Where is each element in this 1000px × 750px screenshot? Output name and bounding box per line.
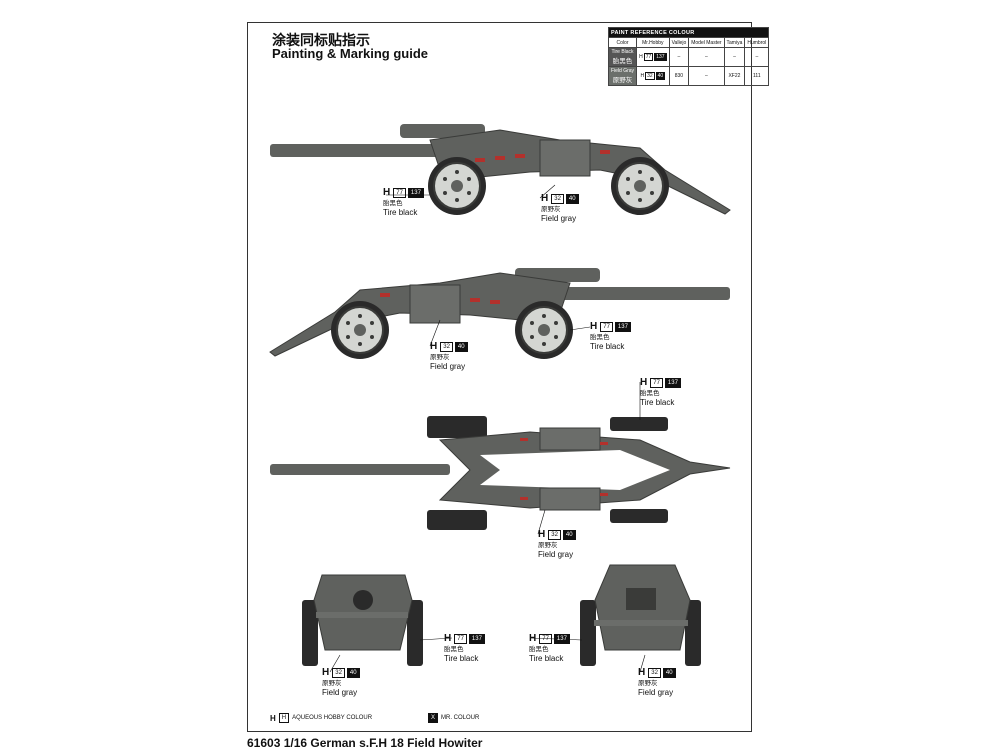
front-wheel [514,300,574,360]
barrel [270,144,440,157]
red-stripe [475,158,485,162]
tire [427,510,487,530]
rear-wheel [610,156,670,216]
rear-view [580,564,701,666]
legend-mr-label: MR. COLOUR [441,715,480,721]
red-stripe [380,293,390,297]
tire [580,600,596,666]
legend-aqueous-mark: H [278,713,290,723]
tire [427,416,487,438]
paint-reference-table: PAINT REFERENCE COLOUR Color Mr.Hobby Va… [607,27,770,86]
front-view [302,574,423,666]
red-stripe [495,156,505,160]
front-wheel [427,156,487,216]
side-view-right-barrel [269,268,730,360]
red-stripe [600,493,608,496]
breech-block [626,588,656,610]
red-stripe [515,154,525,158]
legend-mr-mark: X [428,713,439,723]
legend-mr-colour: X MR. COLOUR [428,713,479,723]
red-stripe [600,442,608,445]
rear-wheel [330,300,390,360]
side-view-left-barrel [270,124,731,216]
modelmaster-gray: – [688,66,725,86]
title-english: Painting & Marking guide [272,46,429,61]
cradle [539,487,601,511]
tire [610,509,668,523]
cradle [539,427,601,451]
title-chinese: 涂装同标贴指示 [272,33,370,49]
red-stripe [600,150,610,154]
cradle [539,139,591,177]
tire [302,600,318,666]
cradle [409,284,461,324]
muzzle [353,590,373,610]
tire [685,600,701,666]
red-stripe [470,298,480,302]
red-stripe [490,300,500,304]
humbrol-gray: 111 [744,66,770,86]
axle [316,612,408,618]
legend-aqueous-label: AQUEOUS HOBBY COLOUR [292,715,373,721]
barrel [560,287,730,300]
tire [407,600,423,666]
barrel [270,464,450,475]
footer-product-title: 61603 1/16 German s.F.H 18 Field Howiter [247,736,483,750]
axle [594,620,688,626]
red-stripe [520,497,528,500]
instruction-sheet-border [247,22,752,732]
red-stripe [520,438,528,441]
top-view [270,416,731,530]
trail-gap [480,450,670,490]
recuperator [400,124,485,138]
tire [610,417,668,431]
